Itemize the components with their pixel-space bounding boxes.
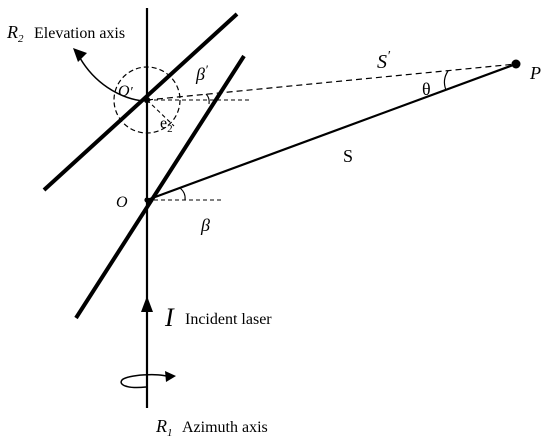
elevation-arrowhead — [73, 48, 87, 62]
point-p-dot — [511, 59, 521, 69]
incident-laser-label: Incident laser — [185, 311, 272, 328]
i-label: I — [164, 303, 175, 332]
s-prime-dashed-line — [146, 63, 517, 101]
incident-laser-arrow — [141, 296, 153, 312]
upper-mirror-line — [42, 12, 239, 192]
elevation-axis-label: Elevation axis — [34, 25, 125, 42]
theta-label: θ — [422, 79, 431, 99]
e2-label: e2 — [160, 115, 173, 135]
azimuth-rotation-arrow — [120, 373, 173, 389]
o-prime-dashed-circle — [113, 66, 181, 134]
azimuth-axis-label: Azimuth axis — [182, 419, 268, 436]
s-label: S — [343, 146, 353, 166]
point-o-prime-dot — [143, 96, 151, 104]
p-label: P — [529, 63, 541, 83]
elevation-rotation-arrow — [79, 57, 144, 102]
beta-prime-arc — [205, 93, 210, 105]
o-prime-label: O′ — [118, 83, 134, 100]
beta-label: β — [200, 215, 210, 235]
theta-arc — [443, 70, 449, 91]
s-prime-label: S′ — [377, 49, 391, 73]
o-label: O — [116, 194, 128, 211]
r1-label: R1 — [155, 416, 173, 439]
s-solid-line — [146, 62, 517, 202]
beta-arc — [179, 187, 186, 201]
lower-mirror-line — [74, 54, 246, 320]
azimuth-arrowhead — [165, 371, 176, 382]
point-o-dot — [144, 197, 150, 203]
e2-dashed-line — [146, 99, 175, 127]
beta-prime-label: β′ — [195, 62, 208, 84]
r2-label: R2 — [6, 22, 24, 45]
